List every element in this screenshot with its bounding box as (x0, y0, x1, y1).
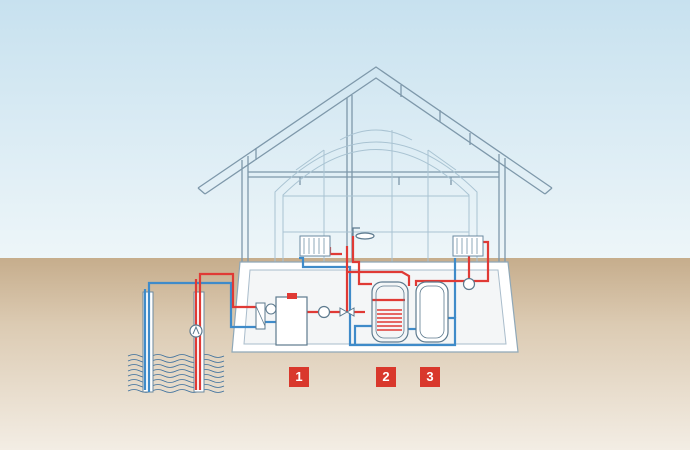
heat-source-label: 1 (289, 367, 309, 387)
heat-pump-unit (275, 293, 308, 346)
radiator-left (299, 235, 331, 257)
hot-water-tap (352, 227, 375, 240)
circulation-pump-heating (317, 305, 331, 319)
return-pipes (143, 256, 457, 392)
supply-pipes (194, 236, 490, 390)
buffer-tank-label: 3 (420, 367, 440, 387)
heat-exchanger (255, 302, 277, 330)
gable-window (274, 129, 478, 262)
radiator-right (452, 235, 484, 257)
circulation-pump-ground (189, 324, 203, 338)
three-way-valve (339, 307, 355, 317)
storage-tank-label: 2 (376, 367, 396, 387)
circulation-pump-radiator (462, 277, 476, 291)
buffer-tank (415, 281, 449, 343)
sky (0, 0, 690, 262)
storage-coil (377, 309, 402, 331)
house-outline (197, 66, 553, 262)
storage-tank (371, 281, 409, 343)
